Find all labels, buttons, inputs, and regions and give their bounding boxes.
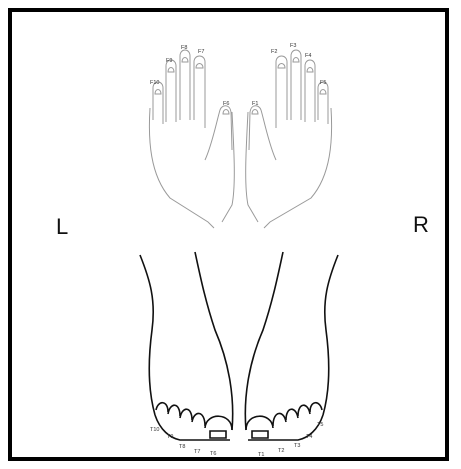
toe-label-t8: T8 [179,444,185,450]
toe-label-t7: T7 [194,449,200,455]
toe-label-t10: T10 [150,427,159,433]
finger-label-f5: F5 [320,80,326,86]
toe-label-t2: T2 [278,448,284,454]
toe-label-t5: T5 [317,422,323,428]
finger-label-f1: F1 [252,101,258,107]
finger-label-f3: F3 [290,43,296,49]
finger-label-f8: F8 [181,45,187,51]
toe-label-t3: T3 [294,443,300,449]
toe-label-t6: T6 [210,451,216,457]
finger-label-f4: F4 [305,53,311,59]
toe-label-t1: T1 [258,452,264,458]
right-foot [245,252,338,440]
finger-label-f7: F7 [198,49,204,55]
right-hand [246,50,332,228]
finger-label-f10: F10 [150,80,159,86]
finger-label-f6: F6 [223,101,229,107]
left-foot [140,252,233,440]
left-hand [149,50,234,228]
toe-label-t4: T4 [306,434,312,440]
toe-label-t9: T9 [167,434,173,440]
finger-label-f9: F9 [166,58,172,64]
finger-label-f2: F2 [271,49,277,55]
